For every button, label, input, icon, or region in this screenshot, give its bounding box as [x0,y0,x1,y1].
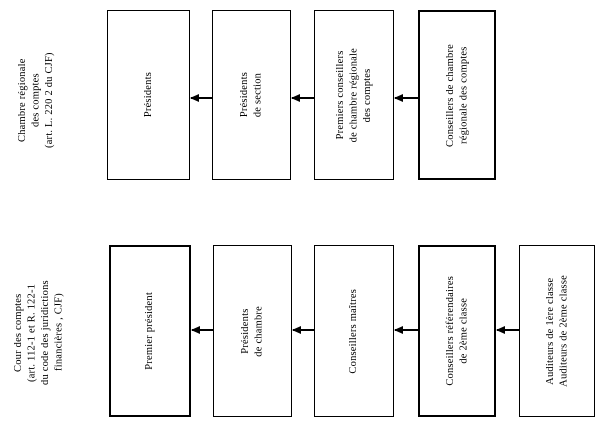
node-conseillers-maitres[interactable]: Conseillers maîtres [314,245,394,417]
node-premiers-conseillers-label: Premiers conseillers de chambre régional… [334,47,373,143]
node-conseillers-maitres-label: Conseillers maîtres [348,288,360,374]
section-cour-des-comptes: Cour des comptes (art. 112-1 et R. 122-1… [0,235,602,433]
arrow-premiers-conseillers-to-presidents-de-section [291,93,314,102]
arrow-conseillers-crc-to-premiers-conseillers [394,93,418,102]
node-conseillers-referendaires[interactable]: Conseillers référendaires de 2ème classe [418,245,496,417]
arrow-presidents-de-section-to-presidents [190,93,212,102]
node-presidents-de-chambre[interactable]: Présidents de chambre [213,245,292,417]
section-chambre-regionale: Chambre régionale des comptes (art. L. 2… [0,0,602,200]
node-presidents-de-chambre-label: Présidents de chambre [240,305,265,357]
node-presidents-label: Présidents [142,72,154,118]
node-auditeurs[interactable]: Auditeurs de 1ère classe Auditeurs de 2è… [519,245,595,417]
node-premier-president-label: Premier président [144,292,156,370]
node-presidents-de-section[interactable]: Présidents de section [212,10,291,180]
node-conseillers-crc-label: Conseillers de chambre régionale des com… [444,43,470,147]
arrow-auditeurs-to-conseillers-referendaires [496,325,519,334]
node-conseillers-referendaires-label: Conseillers référendaires de 2ème classe [444,276,470,386]
arrow-conseillers-maitres-to-presidents-de-chambre [292,325,314,334]
node-auditeurs-label: Auditeurs de 1ère classe Auditeurs de 2è… [544,275,570,387]
node-presidents[interactable]: Présidents [107,10,190,180]
node-presidents-de-section-label: Présidents de section [239,72,264,118]
arrow-presidents-de-chambre-to-premier-president [191,325,213,334]
arrow-conseillers-referendaires-to-conseillers-maitres [394,325,418,334]
node-conseillers-crc[interactable]: Conseillers de chambre régionale des com… [418,10,496,180]
section-title-chambre-regionale: Chambre régionale des comptes (art. L. 2… [17,52,55,149]
node-premier-president[interactable]: Premier président [109,245,191,417]
section-title-cour-des-comptes: Cour des comptes (art. 112-1 et R. 122-1… [13,280,65,385]
node-premiers-conseillers[interactable]: Premiers conseillers de chambre régional… [314,10,394,180]
